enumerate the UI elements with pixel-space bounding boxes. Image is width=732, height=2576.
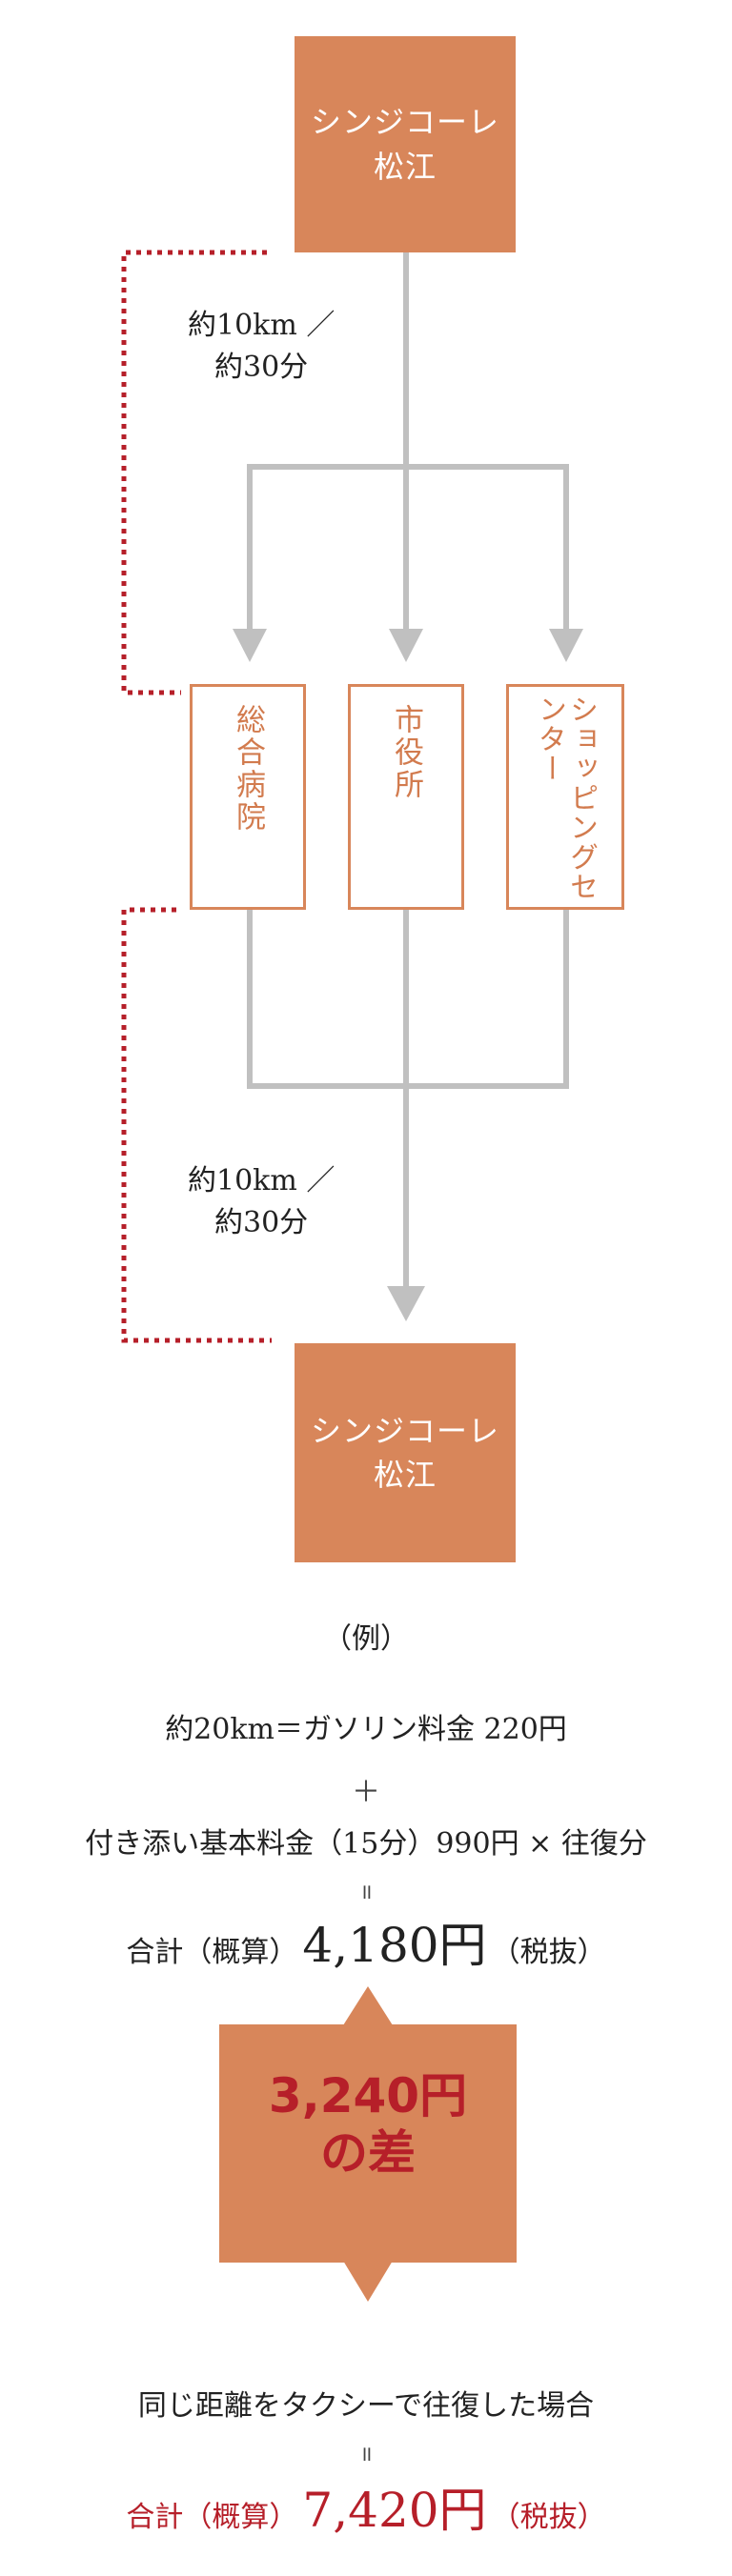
origin-name-line1: シンジコーレ [310, 104, 499, 141]
total-value: 7,420円 [302, 2483, 487, 2538]
destination-city-hall: 市役所 [348, 684, 464, 910]
example-heading: （例） [323, 1622, 409, 1656]
total-value: 4,180円 [302, 1918, 487, 1973]
taxi-total: 合計（概算） 7,420円 （税抜） [0, 2472, 732, 2541]
arrow-down-icon [389, 629, 423, 662]
equals-sign: ॥ [359, 2443, 373, 2466]
destination-shopping-center: ショッピングセンター [506, 684, 624, 910]
arrow-down-icon [387, 1286, 425, 1321]
difference-box [219, 2024, 517, 2263]
total-suffix: （税抜） [491, 1936, 606, 1969]
taxi-comparison-line: 同じ距離をタクシーで往復した場合 [137, 2389, 595, 2423]
origin-box: シンジコーレ 松江 [295, 36, 516, 252]
dotted-link-back [121, 907, 272, 1343]
distance-out-label: 約10km ／ 約30分 [188, 309, 336, 384]
difference-caption: の差 [320, 2125, 416, 2181]
plus-sign: ＋ [352, 1776, 380, 1809]
difference-amount: 3,240円 [268, 2068, 468, 2123]
return-name-line1: シンジコーレ [310, 1412, 499, 1449]
destination-hospital: 総合病院 [190, 684, 306, 910]
dotted-link-out [121, 250, 267, 695]
destination-label: 総合病院 [231, 704, 266, 834]
arrow-down-icon [343, 2261, 393, 2302]
total-suffix: （税抜） [491, 2501, 606, 2534]
destination-label: 市役所 [389, 704, 424, 801]
example-line-gasoline: 約20km＝ガソリン料金 220円 [165, 1713, 567, 1746]
arrow-down-icon [549, 629, 583, 662]
equals-sign: ॥ [359, 1881, 373, 1904]
total-prefix: 合計（概算） [126, 1936, 298, 1969]
return-box: シンジコーレ 松江 [295, 1343, 516, 1562]
example-total: 合計（概算） 4,180円 （税抜） [0, 1907, 732, 1976]
arrow-down-icon [233, 629, 267, 662]
difference-label: 3,240円 の差 [219, 2067, 517, 2182]
destination-label: ショッピングセンター [533, 694, 598, 901]
arrow-up-icon [343, 1986, 393, 2025]
origin-name-line2: 松江 [373, 148, 437, 185]
distance-back-label: 約10km ／ 約30分 [188, 1164, 336, 1239]
example-line-escort-fee: 付き添い基本料金（15分）990円 × 往復分 [85, 1827, 647, 1861]
return-name-line2: 松江 [373, 1457, 437, 1493]
total-prefix: 合計（概算） [126, 2501, 298, 2534]
